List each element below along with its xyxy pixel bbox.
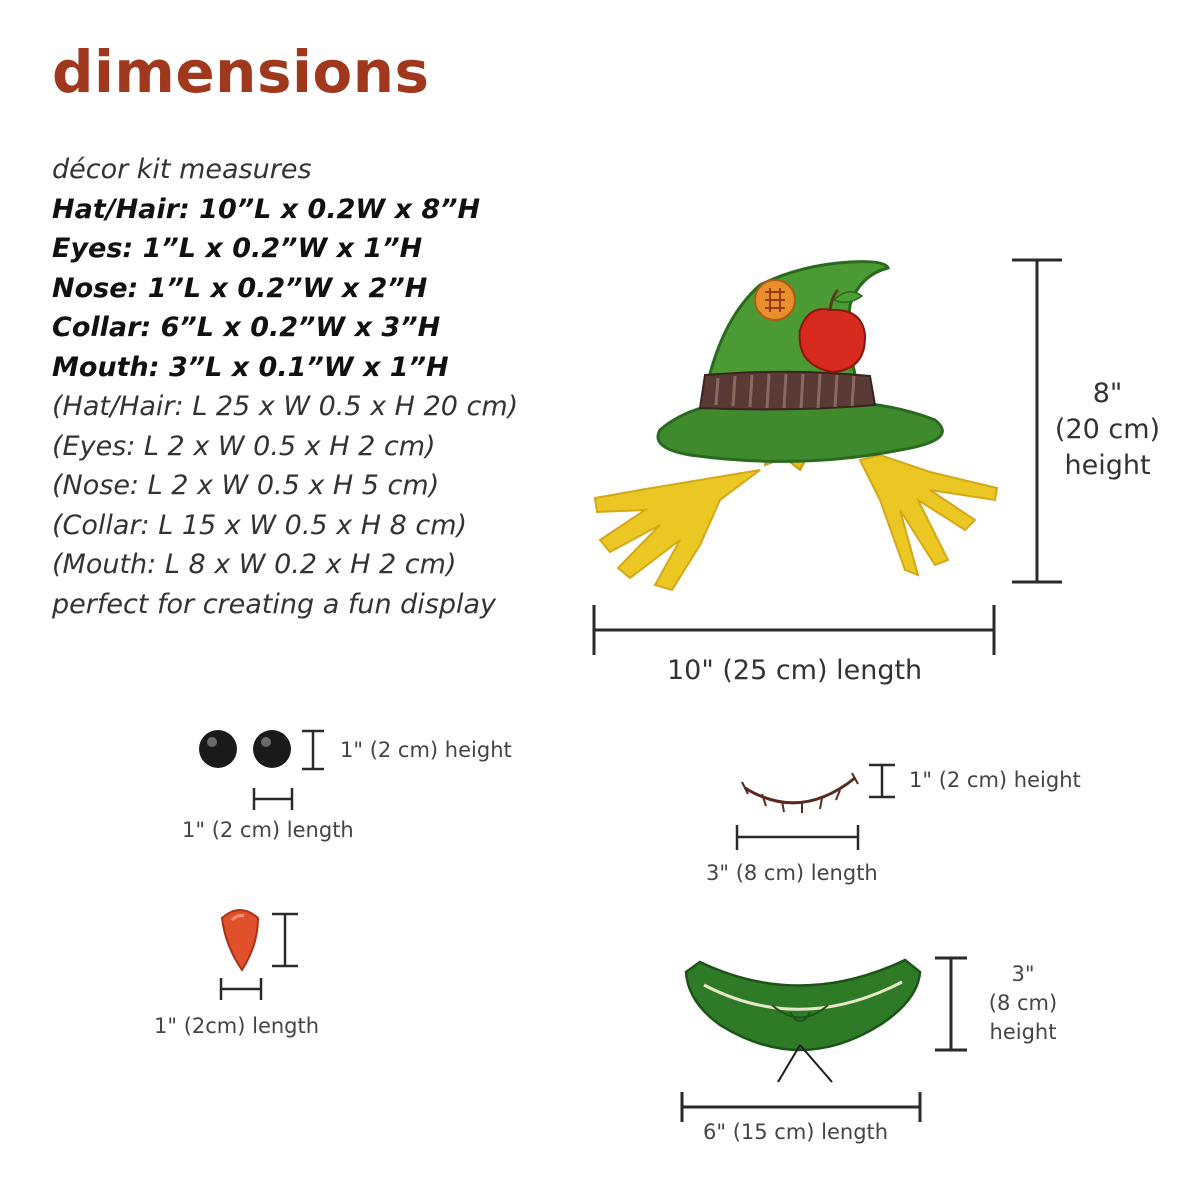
nose-length-dimension-line [219,978,263,1000]
spec-eyes-metric: (Eyes: L 2 x W 0.5 x H 2 cm) [52,430,436,462]
spec-mouth-imperial: Mouth: 3”L x 0.1”W x 1”H [52,351,449,383]
eyes-height-dimension-line [302,729,324,771]
mouth-height-label: 1" (2 cm) height [909,768,1081,792]
spec-intro: décor kit measures [52,154,312,185]
mouth-image [741,772,859,813]
collar-image [684,958,922,1083]
spec-nose-imperial: Nose: 1”L x 0.2”W x 2”H [52,272,428,304]
spec-collar-imperial: Collar: 6”L x 0.2”W x 3”H [52,312,441,343]
spec-list: décor kit measures Hat/Hair: 10”L x 0.2W… [52,150,518,624]
hat-height-label: 8" (20 cm) height [1054,378,1161,481]
eyes-length-dimension-line [252,788,294,810]
page-title: dimensions [52,38,430,106]
collar-height-label: 3" (8 cm) height [988,962,1058,1044]
spec-collar-metric: (Collar: L 15 x W 0.5 x H 8 cm) [52,509,468,541]
eyes-length-label: 1" (2 cm) length [182,818,354,842]
mouth-length-dimension-line [735,825,860,850]
spec-nose-metric: (Nose: L 2 x W 0.5 x H 5 cm) [52,470,440,501]
spec-eyes-imperial: Eyes: 1”L x 0.2”W x 1”H [52,233,423,264]
collar-length-label: 6" (15 cm) length [703,1120,889,1144]
spec-outro: perfect for creating a fun display [52,588,497,620]
eyes-height-label: 1" (2 cm) height [340,738,512,762]
mouth-height-dimension-line [869,763,895,799]
eyes-image [199,730,291,768]
collar-height-dimension-line [935,956,967,1052]
hat-length-label: 10" (25 cm) length [667,655,923,686]
nose-image [220,909,260,972]
nose-length-label: 1" (2cm) length [154,1014,320,1038]
scarecrow-hat-image [593,260,999,592]
mouth-length-label: 3" (8 cm) length [706,861,878,885]
hat-length-dimension-line [592,605,996,655]
spec-mouth-metric: (Mouth: L 8 x W 0.2 x H 2 cm) [52,549,457,580]
nose-height-dimension-line [272,912,298,968]
collar-length-dimension-line [680,1092,922,1122]
hat-height-dimension-line [1012,258,1062,584]
spec-hat-imperial: Hat/Hair: 10”L x 0.2W x 8”H [52,193,481,225]
spec-hat-metric: (Hat/Hair: L 25 x W 0.5 x H 20 cm) [52,391,519,422]
